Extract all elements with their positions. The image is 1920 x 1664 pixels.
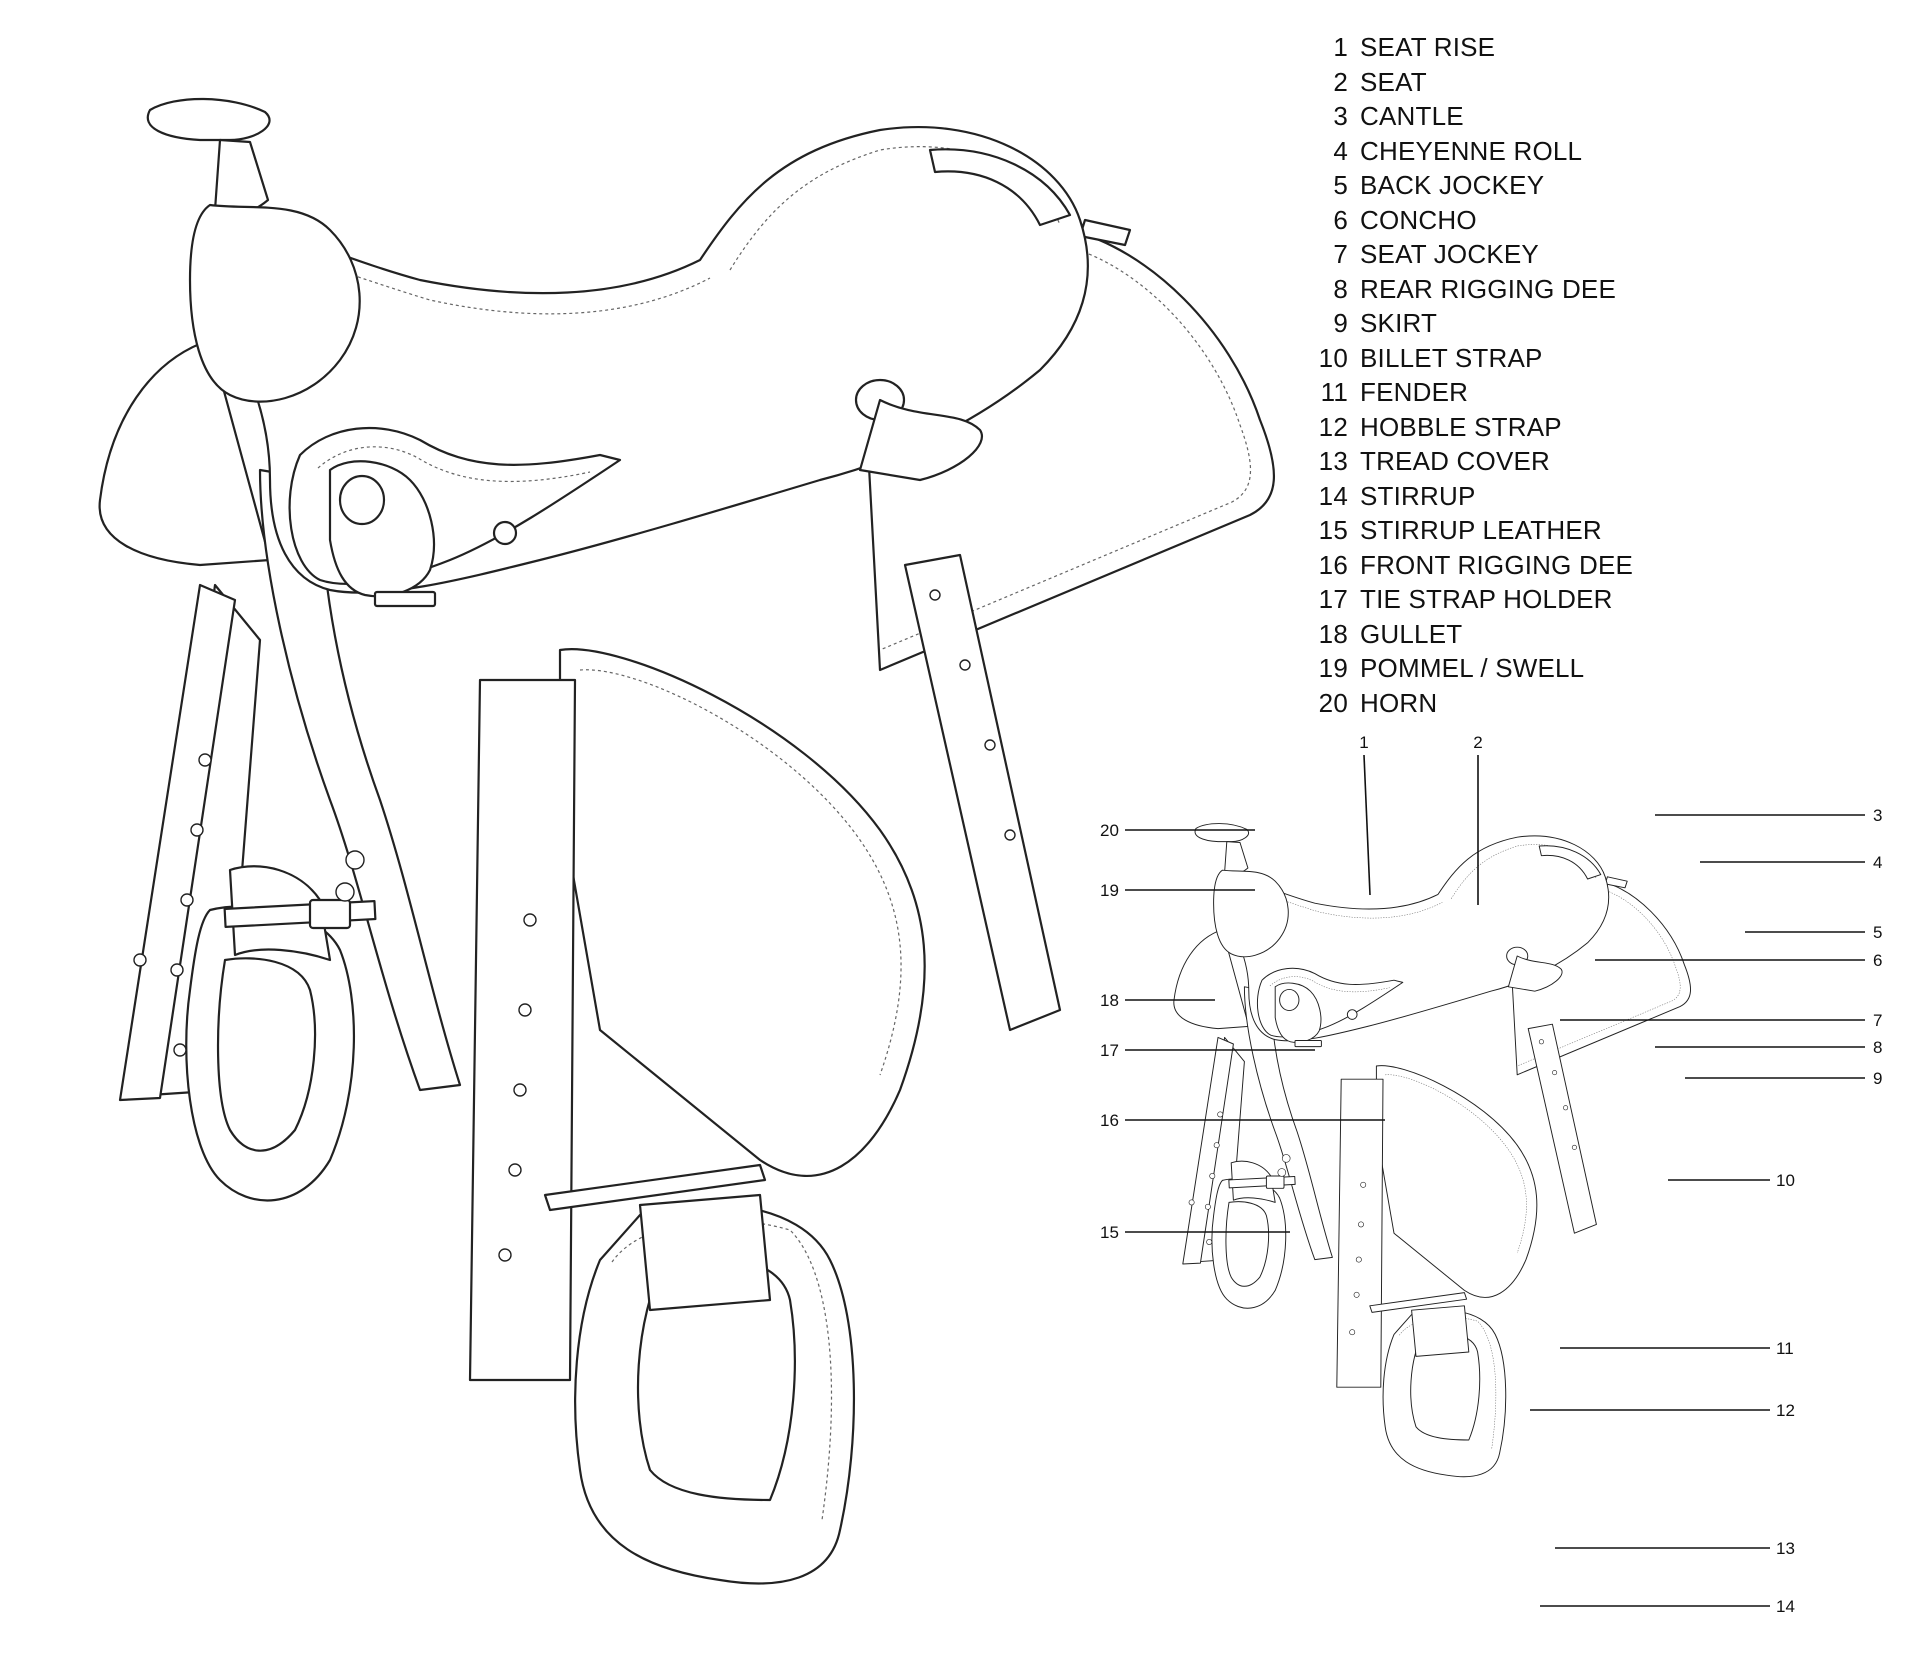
callout-10: 10	[1776, 1171, 1795, 1190]
callout-19: 19	[1100, 881, 1119, 900]
legend-label: STIRRUP LEATHER	[1360, 515, 1602, 545]
legend-label: CHEYENNE ROLL	[1360, 135, 1583, 166]
callout-8: 8	[1873, 1038, 1882, 1057]
callout-12: 12	[1776, 1401, 1795, 1420]
saddle-large-illustration	[98, 97, 1276, 1585]
legend-item: 11 FENDER	[1312, 375, 1872, 410]
callout-lines	[1125, 754, 1865, 1607]
callout-2: 2	[1473, 733, 1482, 752]
legend-item: 15 STIRRUP LEATHER	[1312, 513, 1872, 548]
legend-item: 10 BILLET STRAP	[1312, 341, 1872, 376]
legend-item: 16 FRONT RIGGING DEE	[1312, 548, 1872, 583]
legend-item: 3 CANTLE	[1312, 99, 1872, 134]
callout-4: 4	[1873, 853, 1882, 872]
legend-label: REAR RIGGING DEE	[1360, 273, 1617, 304]
saddle-small-illustration	[1173, 823, 1692, 1478]
legend-label: STIRRUP	[1360, 480, 1476, 511]
legend-number: 8	[1333, 273, 1348, 304]
legend-item: 4 CHEYENNE ROLL	[1312, 134, 1872, 169]
legend-number: 15	[1318, 515, 1348, 545]
legend-number: 4	[1333, 135, 1348, 166]
legend-number: 5	[1333, 170, 1348, 200]
legend-item: 5 BACK JOCKEY	[1312, 168, 1872, 203]
legend-number: 11	[1320, 377, 1348, 407]
callout-9: 9	[1873, 1069, 1882, 1088]
legend-item: 6 CONCHO	[1312, 203, 1872, 238]
legend-item: 18 GULLET	[1312, 617, 1872, 652]
legend-number: 7	[1333, 239, 1348, 269]
legend-label: GULLET	[1360, 618, 1463, 649]
legend-label: TIE STRAP HOLDER	[1360, 584, 1613, 614]
legend-label: CONCHO	[1360, 204, 1477, 235]
legend-number: 18	[1318, 618, 1348, 649]
legend-label: POMMEL / SWELL	[1360, 653, 1585, 683]
callout-7: 7	[1873, 1011, 1882, 1030]
legend-label: SEAT JOCKEY	[1360, 239, 1539, 269]
callout-6: 6	[1873, 951, 1882, 970]
legend-label: HORN	[1360, 687, 1438, 718]
legend-number: 17	[1318, 584, 1348, 614]
legend-number: 3	[1333, 101, 1348, 131]
legend-label: FRONT RIGGING DEE	[1360, 549, 1634, 580]
callout-13: 13	[1776, 1539, 1795, 1558]
callout-20: 20	[1100, 821, 1119, 840]
legend-number: 2	[1333, 66, 1348, 97]
legend-number: 14	[1318, 480, 1348, 511]
legend-number: 12	[1318, 411, 1348, 442]
legend-label: CANTLE	[1360, 101, 1464, 131]
legend-item: 19 POMMEL / SWELL	[1312, 651, 1872, 686]
legend-number: 9	[1333, 308, 1348, 338]
legend-number: 1	[1333, 32, 1348, 62]
legend-label: SEAT RISE	[1360, 32, 1496, 62]
callout-numbers: 1 2 3 4 5 6 7 8 9 10 11 12 13 14 15 16 1…	[1100, 733, 1882, 1616]
legend-item: 17 TIE STRAP HOLDER	[1312, 582, 1872, 617]
callout-15: 15	[1100, 1223, 1119, 1242]
callout-5: 5	[1873, 923, 1882, 942]
legend-item: 2 SEAT	[1312, 65, 1872, 100]
callout-3: 3	[1873, 806, 1882, 825]
legend-item: 12 HOBBLE STRAP	[1312, 410, 1872, 445]
legend-number: 19	[1318, 653, 1348, 683]
leader-1	[1363, 754, 1371, 896]
callout-14: 14	[1776, 1597, 1795, 1616]
callout-16: 16	[1100, 1111, 1119, 1130]
legend-label: FENDER	[1360, 377, 1469, 407]
callout-1: 1	[1359, 733, 1368, 752]
legend-label: SEAT	[1360, 66, 1427, 97]
legend-item: 13 TREAD COVER	[1312, 444, 1872, 479]
legend-label: TREAD COVER	[1360, 446, 1551, 476]
legend-item: 9 SKIRT	[1312, 306, 1872, 341]
callout-18: 18	[1100, 991, 1119, 1010]
legend-label: SKIRT	[1360, 308, 1438, 338]
legend-item: 8 REAR RIGGING DEE	[1312, 272, 1872, 307]
legend-item: 7 SEAT JOCKEY	[1312, 237, 1872, 272]
legend-item: 14 STIRRUP	[1312, 479, 1872, 514]
legend-number: 6	[1333, 204, 1348, 235]
legend-item: 1 SEAT RISE	[1312, 30, 1872, 65]
callout-11: 11	[1776, 1339, 1794, 1358]
legend-number: 10	[1318, 342, 1348, 373]
legend-number: 20	[1318, 687, 1348, 718]
legend-label: BACK JOCKEY	[1360, 170, 1545, 200]
legend-number: 16	[1318, 549, 1348, 580]
legend-number: 13	[1318, 446, 1348, 476]
legend-label: BILLET STRAP	[1360, 342, 1543, 373]
legend-item: 20 HORN	[1312, 686, 1872, 721]
legend-label: HOBBLE STRAP	[1360, 411, 1562, 442]
callout-17: 17	[1100, 1041, 1119, 1060]
